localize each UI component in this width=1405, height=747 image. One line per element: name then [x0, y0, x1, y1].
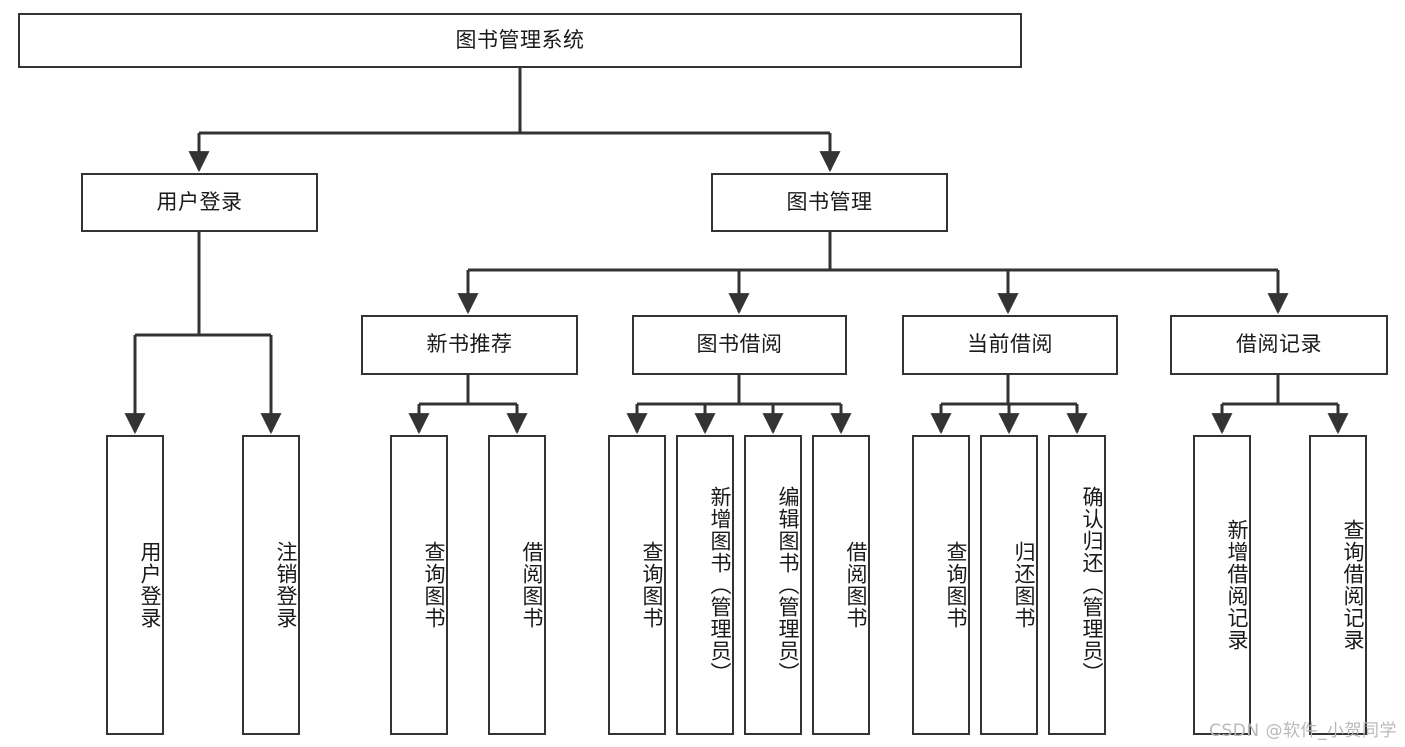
leaf-return-book-label: 归还图书	[1012, 541, 1036, 629]
leaf-add-book-label: 新增图书（管理员）	[708, 486, 732, 684]
leaf-borrow-book-2-label: 借阅图书	[844, 541, 868, 629]
node-root[interactable]: 图书管理系统	[18, 13, 1022, 68]
node-book-borrow[interactable]: 图书借阅	[632, 315, 847, 375]
leaf-borrow-book-1-label: 借阅图书	[520, 541, 544, 629]
leaf-edit-book-label: 编辑图书（管理员）	[776, 486, 800, 684]
leaf-confirm-return-label: 确认归还（管理员）	[1080, 486, 1104, 684]
node-current-borrow-label: 当前借阅	[967, 332, 1053, 357]
leaf-confirm-return[interactable]: 确认归还（管理员）	[1048, 435, 1106, 735]
node-root-label: 图书管理系统	[455, 27, 585, 52]
leaf-logout-login[interactable]: 注销登录	[242, 435, 300, 735]
leaf-query-record[interactable]: 查询借阅记录	[1309, 435, 1367, 735]
leaf-borrow-book-1[interactable]: 借阅图书	[488, 435, 546, 735]
node-user-login[interactable]: 用户登录	[81, 173, 318, 232]
node-book-manage[interactable]: 图书管理	[711, 173, 948, 232]
node-new-book-recommend[interactable]: 新书推荐	[361, 315, 578, 375]
leaf-add-book[interactable]: 新增图书（管理员）	[676, 435, 734, 735]
node-borrow-record[interactable]: 借阅记录	[1170, 315, 1388, 375]
leaf-query-book-2-label: 查询图书	[640, 541, 664, 629]
leaf-add-record-label: 新增借阅记录	[1225, 519, 1249, 651]
leaf-query-book-3-label: 查询图书	[944, 541, 968, 629]
leaf-borrow-book-2[interactable]: 借阅图书	[812, 435, 870, 735]
csdn-watermark: CSDN @软件_小贺同学	[1209, 721, 1397, 741]
node-user-login-label: 用户登录	[156, 189, 243, 214]
node-book-borrow-label: 图书借阅	[696, 332, 783, 357]
node-book-manage-label: 图书管理	[786, 189, 873, 214]
leaf-query-book-3[interactable]: 查询图书	[912, 435, 970, 735]
leaf-add-record[interactable]: 新增借阅记录	[1193, 435, 1251, 735]
leaf-logout-login-label: 注销登录	[274, 541, 298, 629]
node-borrow-record-label: 借阅记录	[1236, 332, 1322, 357]
leaf-user-login-label: 用户登录	[138, 541, 162, 629]
leaf-query-record-label: 查询借阅记录	[1341, 519, 1365, 651]
leaf-query-book-2[interactable]: 查询图书	[608, 435, 666, 735]
leaf-query-book-1-label: 查询图书	[422, 541, 446, 629]
node-current-borrow[interactable]: 当前借阅	[902, 315, 1118, 375]
leaf-query-book-1[interactable]: 查询图书	[390, 435, 448, 735]
leaf-return-book[interactable]: 归还图书	[980, 435, 1038, 735]
node-new-book-recommend-label: 新书推荐	[426, 332, 513, 357]
leaf-user-login[interactable]: 用户登录	[106, 435, 164, 735]
leaf-edit-book[interactable]: 编辑图书（管理员）	[744, 435, 802, 735]
